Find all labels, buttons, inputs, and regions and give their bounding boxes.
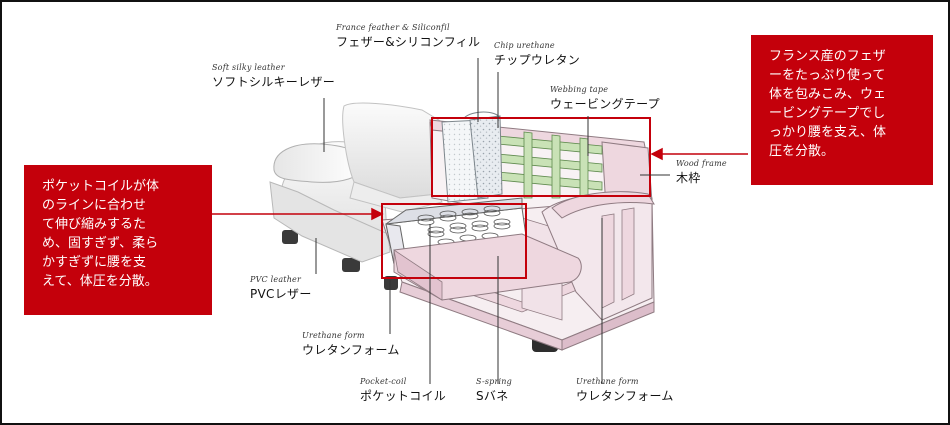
label-france-feather-jp: フェザー&シリコンフィル [336, 35, 481, 49]
highlight-box-seat [381, 203, 527, 279]
leader-lines [315, 58, 670, 384]
note-right-line: フランス産のフェザ [769, 49, 886, 64]
label-urethane-form-right: Urethane form ウレタンフォーム [576, 377, 674, 403]
label-urethane-form-left-jp: ウレタンフォーム [302, 343, 400, 357]
label-france-feather: France feather & Siliconfil フェザー&シリコンフィル [336, 23, 481, 49]
label-soft-leather-en: Soft silky leather [212, 63, 285, 72]
note-left-line: のラインに合わせ [42, 198, 147, 213]
note-right-line: 圧を分散。 [769, 144, 835, 159]
label-urethane-form-left-en: Urethane form [302, 331, 365, 340]
label-webbing-tape-jp: ウェービングテープ [550, 97, 660, 111]
note-feather: フランス産のフェザ ーをたっぷり使って 体を包みこみ、ウェ ービングテープでし … [751, 35, 933, 185]
label-webbing-tape-en: Webbing tape [550, 85, 609, 94]
note-right-line: ービングテープでし [769, 106, 886, 121]
note-left-line: ポケットコイルが体 [42, 179, 160, 194]
note-left-line: かすぎずに腰を支 [42, 255, 147, 270]
label-wood-frame: Wood frame 木枠 [676, 159, 727, 185]
note-arrows [212, 147, 748, 221]
label-s-spring-en: S-spring [476, 377, 512, 386]
note-left-line: て伸び縮みするた [42, 217, 147, 232]
label-pvc-leather-jp: PVCレザー [250, 287, 312, 301]
note-right-line: 体を包みこみ、ウェ [769, 87, 887, 102]
label-soft-leather: Soft silky leather ソフトシルキーレザー [212, 63, 336, 89]
label-chip-urethane-jp: チップウレタン [494, 53, 581, 67]
note-left-line: えて、体圧を分散。 [42, 274, 158, 289]
label-wood-frame-jp: 木枠 [676, 171, 701, 185]
label-webbing-tape: Webbing tape ウェービングテープ [550, 85, 660, 111]
label-chip-urethane-en: Chip urethane [494, 41, 555, 50]
note-right-line: ーをたっぷり使って [769, 68, 886, 83]
highlight-box-back [431, 117, 651, 197]
label-s-spring: S-spring Sバネ [476, 377, 512, 403]
note-right-line: っかり腰を支え、体 [769, 125, 887, 140]
label-urethane-form-left: Urethane form ウレタンフォーム [302, 331, 400, 357]
label-wood-frame-en: Wood frame [676, 159, 727, 168]
back-cushion [441, 111, 503, 203]
note-left-line: め、固すぎず、柔ら [42, 236, 159, 251]
label-chip-urethane: Chip urethane チップウレタン [494, 41, 581, 67]
label-soft-leather-jp: ソフトシルキーレザー [212, 75, 336, 89]
label-france-feather-en: France feather & Siliconfil [336, 23, 450, 32]
label-pvc-leather: PVC leather PVCレザー [250, 275, 312, 301]
label-pocket-coil-en: Pocket-coil [360, 377, 407, 386]
right-arm [541, 191, 655, 321]
webbing-tape [497, 131, 603, 199]
label-pvc-leather-en: PVC leather [250, 275, 302, 284]
label-s-spring-jp: Sバネ [476, 389, 509, 403]
note-pocket-coil: ポケットコイルが体 のラインに合わせ て伸び縮みするた め、固すぎず、柔ら かす… [24, 165, 212, 315]
label-urethane-form-right-jp: ウレタンフォーム [576, 389, 674, 403]
label-pocket-coil: Pocket-coil ポケットコイル [360, 377, 447, 403]
label-pocket-coil-jp: ポケットコイル [360, 389, 447, 403]
label-urethane-form-right-en: Urethane form [576, 377, 639, 386]
